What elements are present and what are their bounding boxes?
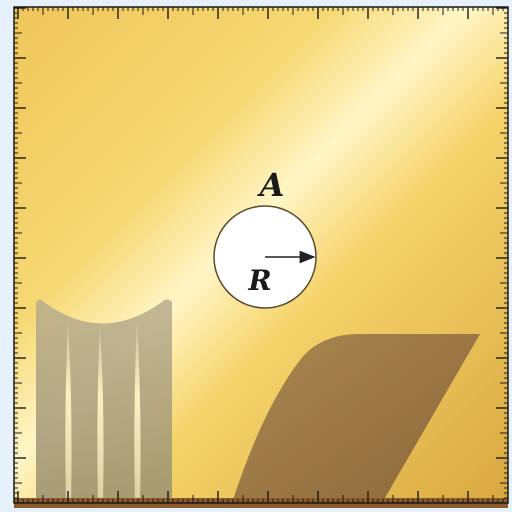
pillar-stripe-3 [134, 320, 141, 503]
radius-label: R [247, 264, 271, 297]
right-slanted-shape [232, 334, 480, 503]
circle-label: A [257, 166, 285, 204]
ruler-ticks [14, 7, 508, 503]
left-pillar-shape [36, 299, 172, 503]
pillar-stripe-1 [65, 320, 72, 503]
pillar-stripe-2 [97, 325, 104, 503]
panel-frame [13, 6, 509, 504]
